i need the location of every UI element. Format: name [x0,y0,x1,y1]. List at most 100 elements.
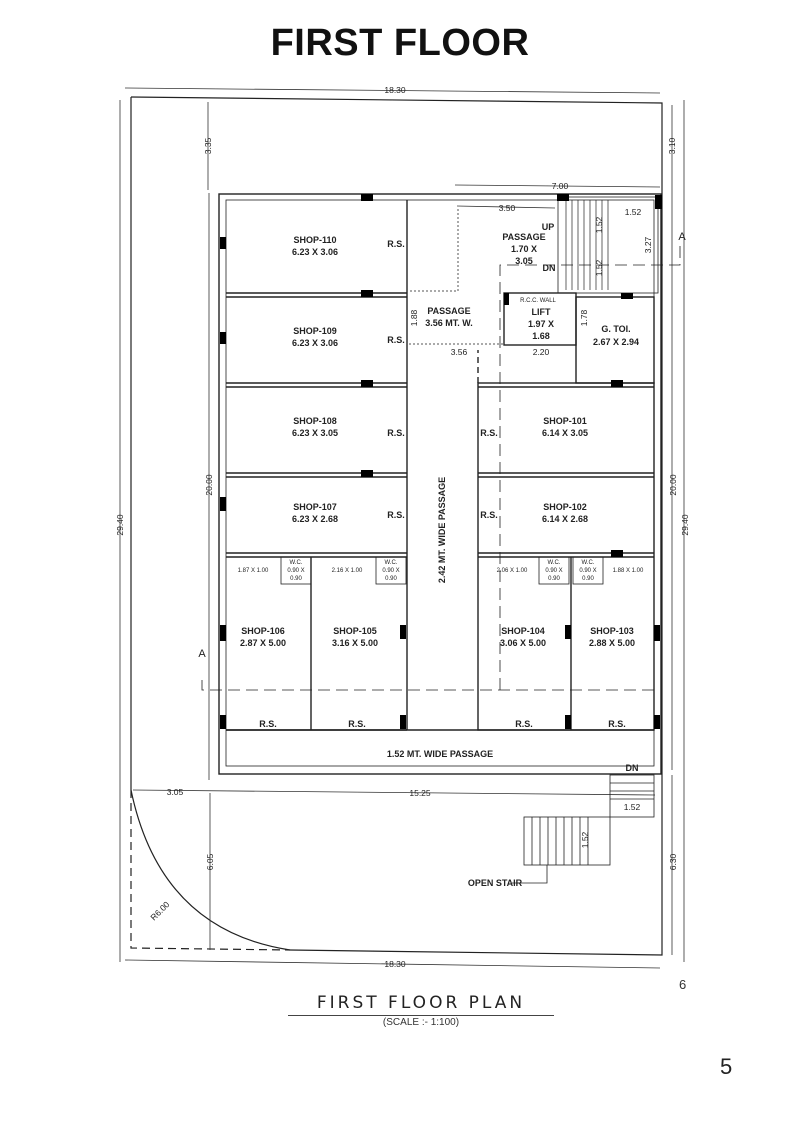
shop-105-name: SHOP-105 [333,626,377,636]
bottom-passage-label: 1.52 MT. WIDE PASSAGE [387,749,493,759]
svg-text:1.88: 1.88 [409,309,419,326]
lift-wall-note: R.C.C. WALL [520,298,556,304]
shop-109-rs: R.S. [387,335,405,345]
svg-text:20.00: 20.00 [668,474,678,496]
shop-104-loft: 2.06 X 1.00 [497,568,528,574]
plot-boundary [130,96,663,956]
lower-stair-dn-label: DN [626,763,639,773]
open-stair-drawing [512,774,655,884]
svg-text:1.52: 1.52 [594,216,604,233]
svg-text:2.20: 2.20 [533,347,550,357]
svg-text:15.25: 15.25 [409,788,431,798]
page-number: 5 [720,1054,733,1079]
svg-text:1.78: 1.78 [579,309,589,326]
stair-dn-label: DN [543,263,556,273]
shop-101-rs: R.S. [480,428,498,438]
passage-mid-size: 3.56 MT. W. [425,318,473,328]
page-title: FIRST FLOOR [270,22,530,64]
wc-labels: W.C. 0.90 X 0.90 W.C. 0.90 X 0.90 W.C. 0… [287,560,596,582]
svg-text:R6.00: R6.00 [148,899,171,922]
shop-101-name: SHOP-101 [543,416,587,426]
shop-105-size: 3.16 X 5.00 [332,638,378,648]
shop-104-name: SHOP-104 [501,626,545,636]
shop-107-name: SHOP-107 [293,502,337,512]
svg-text:1.52: 1.52 [594,259,604,276]
svg-text:29.40: 29.40 [115,514,125,536]
svg-text:6.05: 6.05 [205,853,215,870]
shop-108-size: 6.23 X 3.05 [292,428,338,438]
center-passage-label: 2.42 MT. WIDE PASSAGE [437,477,447,583]
shop-109-size: 6.23 X 3.06 [292,338,338,348]
svg-text:20.00: 20.00 [204,474,214,496]
columns [220,194,662,729]
caption-underline [288,1015,554,1016]
shop-106-name: SHOP-106 [241,626,285,636]
shop-110-size: 6.23 X 3.06 [292,247,338,257]
toilet-label: G. TOI. [601,324,630,334]
svg-text:18.30: 18.30 [384,959,406,969]
toilet-size: 2.67 X 2.94 [593,337,639,347]
passage-top-size2: 3.05 [515,256,533,266]
svg-text:3.35: 3.35 [203,137,213,154]
lift-size1: 1.97 X [528,319,554,329]
svg-text:3.50: 3.50 [499,203,516,213]
svg-text:W.C.: W.C. [290,560,303,566]
shop-107-size: 6.23 X 2.68 [292,514,338,524]
shop-110-name: SHOP-110 [293,235,336,245]
svg-text:1.52: 1.52 [624,802,641,812]
plan-scale: (SCALE :- 1:100) [382,1017,460,1028]
section-mark-left: A [198,648,206,660]
svg-text:3.56: 3.56 [451,347,468,357]
sheet-number: 6 [679,977,687,992]
svg-text:1.52: 1.52 [625,207,642,217]
shop-110-rs: R.S. [387,239,405,249]
svg-text:3.10: 3.10 [667,137,677,154]
shop-103-size: 2.88 X 5.00 [589,638,635,648]
passage-dotted [409,209,504,345]
shop-102-rs: R.S. [480,510,498,520]
passage-top-size1: 1.70 X [511,244,537,254]
shop-102-size: 6.14 X 2.68 [542,514,588,524]
passage-mid-label: PASSAGE [427,306,470,316]
svg-text:6.30: 6.30 [668,853,678,870]
shop-109-name: SHOP-109 [293,326,337,336]
plan-caption: FIRST FLOOR PLAN [316,993,526,1013]
shop-105-rs: R.S. [348,719,366,729]
shop-106-size: 2.87 X 5.00 [240,638,286,648]
svg-text:0.90 X: 0.90 X [545,568,562,574]
svg-text:0.90: 0.90 [385,576,397,582]
svg-text:1.52: 1.52 [580,831,590,848]
shop-101-size: 6.14 X 3.05 [542,428,588,438]
section-line-a [201,240,681,691]
shop-108-name: SHOP-108 [293,416,337,426]
stair-treads [565,200,609,290]
shop-105-loft: 2.16 X 1.00 [332,568,363,574]
open-stair-label: OPEN STAIR [468,878,523,888]
shop-102-name: SHOP-102 [543,502,587,512]
shop-103-rs: R.S. [608,719,626,729]
svg-text:3.27: 3.27 [643,236,653,253]
svg-text:0.90 X: 0.90 X [382,568,399,574]
svg-text:0.90 X: 0.90 X [287,568,304,574]
svg-text:29.40: 29.40 [680,514,690,536]
shop-106-rs: R.S. [259,719,277,729]
svg-text:0.90: 0.90 [548,576,560,582]
svg-text:7.00: 7.00 [552,181,569,191]
svg-text:0.90: 0.90 [290,576,302,582]
passage-top-label: PASSAGE [502,232,545,242]
svg-text:W.C.: W.C. [548,560,561,566]
building-walls [218,193,662,775]
dimension-lines [119,87,685,969]
lift-size2: 1.68 [532,331,550,341]
svg-text:0.90 X: 0.90 X [579,568,596,574]
shop-106-loft: 1.87 X 1.00 [238,568,269,574]
svg-text:18.30: 18.30 [384,85,406,95]
svg-text:W.C.: W.C. [385,560,398,566]
shop-103-name: SHOP-103 [590,626,634,636]
section-mark-right: A [678,231,686,243]
shop-107-rs: R.S. [387,510,405,520]
svg-text:3.05: 3.05 [167,787,184,797]
svg-text:0.90: 0.90 [582,576,594,582]
lift-label: LIFT [532,307,551,317]
